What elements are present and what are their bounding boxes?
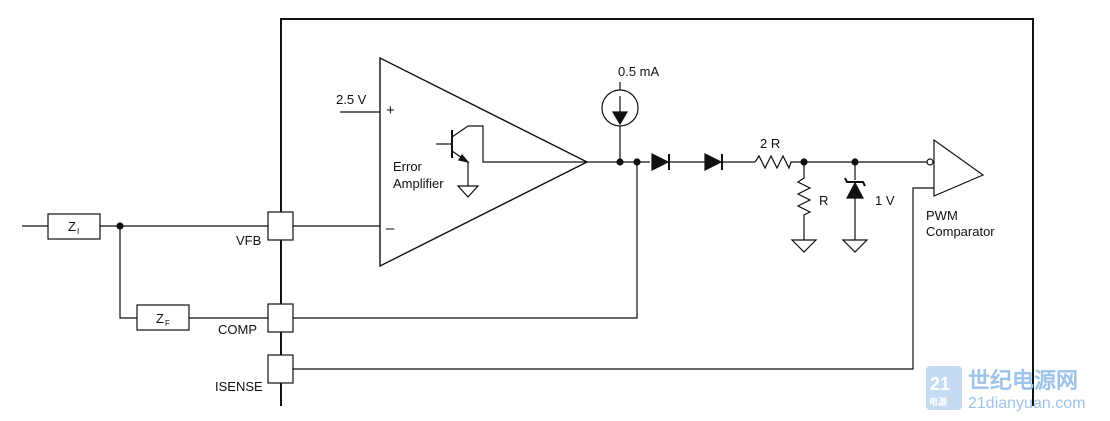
resistor-2r-label: 2 R (760, 136, 780, 151)
comp-pin (267, 303, 294, 333)
zf-label: Z (156, 311, 164, 326)
resistor-r (796, 162, 812, 240)
current-source-label: 0.5 mA (618, 64, 660, 79)
pwm-label-2: Comparator (926, 224, 995, 239)
current-source-arrow-icon (611, 111, 629, 126)
vfb-label: VFB (236, 233, 261, 248)
watermark-badge: 21 (930, 374, 950, 394)
plus-label: + (386, 102, 395, 119)
resistor-2r (754, 154, 930, 170)
isense-label: ISENSE (215, 379, 263, 394)
pwm-comparator-triangle (933, 138, 985, 197)
error-amp-label-1: Error (393, 159, 423, 174)
isense-wire (293, 187, 934, 370)
watermark-name: 世纪电源网 (968, 368, 1078, 393)
transistor-arrow (458, 153, 470, 163)
comparator-input-node (926, 158, 934, 166)
vfb-pin (267, 211, 294, 241)
watermark: 21 电源 世纪电源网 21dianyuan.com (926, 366, 1085, 412)
minus-label: – (386, 220, 395, 237)
ground-symbol (456, 185, 480, 198)
watermark-logo (926, 366, 962, 410)
watermark-url: 21dianyuan.com (968, 395, 1085, 412)
transistor-collector-wire (468, 125, 587, 163)
error-amp-label-2: Amplifier (393, 176, 444, 191)
ref-voltage-label: 2.5 V (336, 92, 367, 107)
zf-wire (119, 226, 137, 319)
transistor-collector (451, 125, 469, 138)
zi-subscript: I (77, 227, 79, 236)
diode-2-icon (704, 153, 723, 171)
comp-feedback-wire (293, 162, 638, 319)
resistor-r-label: R (819, 193, 828, 208)
diode-1-icon (651, 153, 670, 171)
ground-symbol (790, 239, 818, 253)
zener-diode-icon (846, 181, 864, 199)
error-amplifier-triangle (379, 56, 589, 268)
zener-label: 1 V (875, 193, 895, 208)
watermark-badge-sub: 电源 (929, 396, 947, 407)
ground-symbol (841, 239, 869, 253)
comp-label: COMP (218, 322, 257, 337)
pwm-label-1: PWM (926, 208, 958, 223)
zf-subscript: F (165, 319, 170, 328)
zi-label: Z (68, 219, 76, 234)
isense-pin (267, 354, 294, 384)
